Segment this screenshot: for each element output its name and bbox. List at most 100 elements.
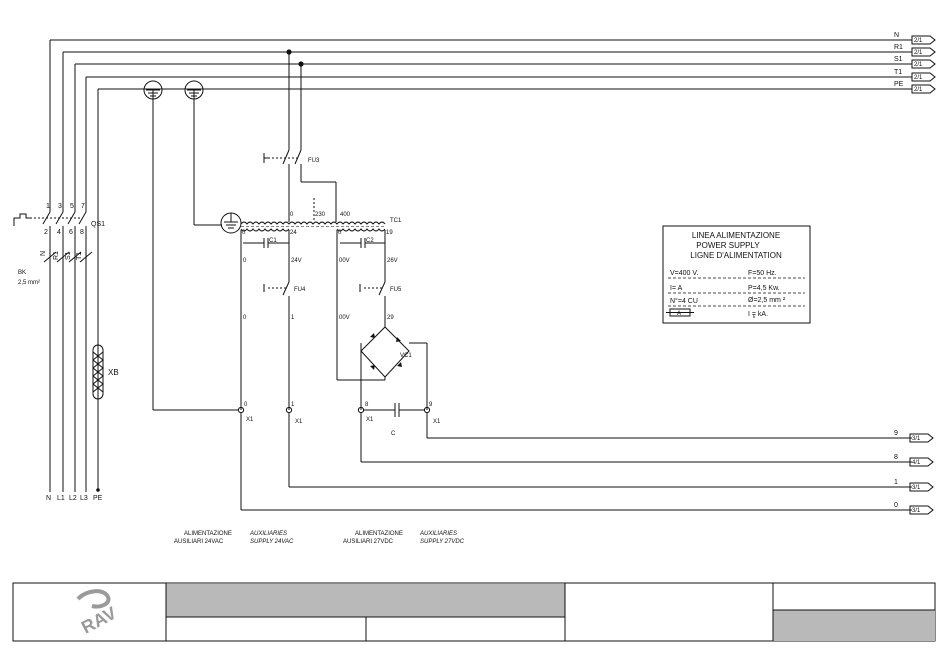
caption-27vdc-en-2: SUPPLY 27VDC <box>420 539 465 545</box>
power-supply-info-box: LINEA ALIMENTAZIONE POWER SUPPLY LIGNE D… <box>662 225 811 324</box>
terminal-number-8: 8 <box>365 402 369 408</box>
earth-icon <box>184 80 204 100</box>
terminal-x1-9 <box>423 406 431 414</box>
output-0-ref-arrow[interactable] <box>909 505 934 515</box>
wire-label-24v: 24V <box>291 258 302 264</box>
switch-handle-icon <box>13 213 30 226</box>
input-terminals: N L1 L2 L3 PE <box>46 495 103 502</box>
c2-label: C2 <box>366 238 374 244</box>
qs1-terminal-1: 1 <box>46 203 50 210</box>
info-current: I= A <box>670 285 683 292</box>
qs1-terminal-7: 7 <box>81 203 85 210</box>
terminal-number-0: 0 <box>244 402 248 408</box>
output-1-label: 1 <box>894 479 898 486</box>
input-terminal-l2: L2 <box>69 495 77 502</box>
output-lines: 9 8 1 0 3/1 4/1 3/1 3/1 <box>241 430 934 515</box>
fu5-label: FU5 <box>390 287 402 293</box>
bus-n-ref: 2/1 <box>914 38 923 44</box>
main-switch-qs1: 1 3 5 7 2 4 6 8 QS1 N R1 S1 T1 BK 2,5 mm… <box>13 40 105 492</box>
rav-logo: RAV <box>76 589 120 638</box>
cable-note-bk: BK <box>18 270 26 276</box>
circuit-27vdc: 00V 26V FU5 00V 29 VC1 C 8 9 X1 X1 <box>336 230 441 462</box>
caption-24vac-it-1: ALIMENTAZIONE <box>184 531 232 537</box>
earth-icon <box>143 80 163 100</box>
wire-label-29: 29 <box>387 315 394 321</box>
tc1-secondary-24: 24 <box>290 230 297 236</box>
phase-label-r1: R1 <box>53 251 60 260</box>
output-8-ref: 4/1 <box>912 460 921 466</box>
tc1-label: TC1 <box>390 218 402 224</box>
bus-r1-ref: 2/1 <box>914 50 923 56</box>
title-block: RAV <box>12 582 936 642</box>
bus-pe-ref-arrow[interactable] <box>911 84 936 94</box>
output-8-ref-arrow[interactable] <box>909 457 934 467</box>
output-9-label: 9 <box>894 430 898 437</box>
terminal-name-x1: X1 <box>366 417 374 423</box>
qs1-terminal-8: 8 <box>80 229 84 236</box>
qs1-terminal-4: 4 <box>57 229 61 236</box>
qs1-terminal-3: 3 <box>58 203 62 210</box>
drawing-number-field[interactable] <box>773 610 935 641</box>
c1-label: C1 <box>269 238 277 244</box>
wire-label-00v: 00V <box>339 258 350 264</box>
transformer-secondary-coil-1 <box>240 228 290 232</box>
bus-pe-label: PE <box>894 81 904 88</box>
cable-note-section: 2,5 mm² <box>18 280 40 286</box>
terminal-number-9: 9 <box>429 402 433 408</box>
bus-t1-ref-arrow[interactable] <box>911 72 936 82</box>
wire-label-0b: 0 <box>243 315 247 321</box>
logo-text: RAV <box>78 603 120 638</box>
output-1-ref-arrow[interactable] <box>909 482 934 492</box>
tc1-primary-0: 0 <box>290 212 294 218</box>
title-field[interactable] <box>166 584 565 617</box>
info-short-circuit: I = kA. <box>748 311 768 318</box>
tc1-secondary-0b: 0 <box>338 230 342 236</box>
output-1-ref: 3/1 <box>912 485 921 491</box>
qs1-terminal-5: 5 <box>70 203 74 210</box>
fuse-fu3: FU3 <box>263 52 337 222</box>
bus-s1-label: S1 <box>894 56 903 63</box>
transformer-primary-coil <box>240 221 386 225</box>
circuit-captions: ALIMENTAZIONE AUXILIARIES AUSILIARI 24VA… <box>174 531 465 545</box>
vc1-label: VC1 <box>400 353 412 359</box>
phase-label-s1: S1 <box>65 251 72 260</box>
output-9-ref-arrow[interactable] <box>909 433 934 443</box>
output-0-label: 0 <box>894 502 898 509</box>
info-frequency: F=50 Hz. <box>748 270 777 277</box>
caption-24vac-en-2: SUPPLY 24VAC <box>250 539 294 545</box>
bus-pe-ref: 2/1 <box>914 87 923 93</box>
bus-n-label: N <box>894 32 899 39</box>
tc1-secondary-0: 0 <box>242 230 246 236</box>
tc1-primary-400: 400 <box>340 212 351 218</box>
wire-label-1: 1 <box>291 315 295 321</box>
capacitor-c-label: C <box>391 431 396 437</box>
info-section: Ø=2,5 mm ² <box>748 297 786 304</box>
info-voltage: V=400 V. <box>670 270 698 277</box>
terminal-name-x1: X1 <box>246 417 254 423</box>
terminal-x1-8 <box>357 406 365 414</box>
caption-24vac-it-2: AUSILIARI 24VAC <box>174 539 224 545</box>
supply-buses: N R1 S1 T1 PE 2/1 2/1 2/1 2/1 2/1 <box>50 32 936 94</box>
caption-24vac-en-1: AUXILIARIES <box>249 531 287 537</box>
transformer-secondary-coil-2 <box>336 228 386 232</box>
bus-s1-ref-arrow[interactable] <box>911 59 936 69</box>
input-terminal-pe: PE <box>93 495 103 502</box>
caption-27vdc-it-2: AUSILIARI 27VDC <box>343 539 394 545</box>
tc1-secondary-19: 19 <box>386 230 393 236</box>
caption-27vdc-it-1: ALIMENTAZIONE <box>355 531 403 537</box>
wire-label-00v-b: 00V <box>339 315 350 321</box>
qs1-terminal-6: 6 <box>69 229 73 236</box>
fu3-label: FU3 <box>308 158 320 164</box>
bus-n-ref-arrow[interactable] <box>911 35 936 45</box>
terminal-name-x1: X1 <box>295 419 303 425</box>
info-title-fr: LIGNE D'ALIMENTATION <box>690 251 782 260</box>
terminal-number-1: 1 <box>291 402 295 408</box>
xb-label: XB <box>108 368 119 377</box>
terminal-x1-1 <box>285 406 293 414</box>
xb-ground-bar <box>92 344 104 400</box>
bus-r1-ref-arrow[interactable] <box>911 47 936 57</box>
info-title-it: LINEA ALIMENTAZIONE <box>692 231 780 240</box>
info-short-circuit-sub: k <box>753 314 756 319</box>
tc1-primary-230: 230 <box>315 212 326 218</box>
